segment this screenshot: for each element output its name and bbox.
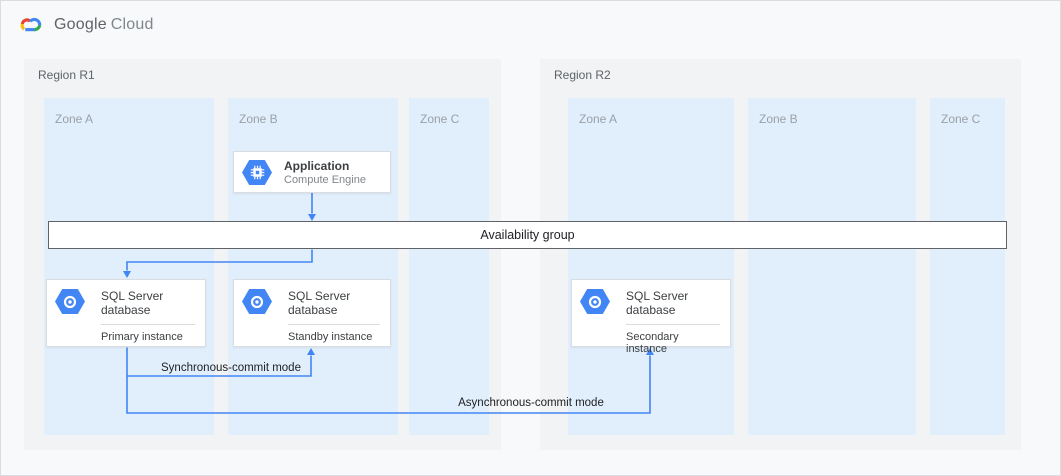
logo-text-cloud: Cloud <box>110 15 154 33</box>
google-cloud-icon <box>19 14 45 35</box>
region-r2-zone-a: Zone A <box>568 98 734 435</box>
zone-label: Zone A <box>55 112 94 126</box>
db-title: SQL Server database <box>288 289 351 317</box>
availability-group-label: Availability group <box>480 228 575 242</box>
region-r1-zone-a: Zone A <box>44 98 214 435</box>
zone-label: Zone B <box>239 112 278 126</box>
region-r1-zone-c: Zone C <box>409 98 489 435</box>
db-instance-label: Secondary instance <box>626 324 720 355</box>
db-instance-label: Standby instance <box>288 324 380 343</box>
application-card: Application Compute Engine <box>233 151 391 193</box>
region-r1-label: Region R1 <box>38 68 95 82</box>
application-subtitle: Compute Engine <box>284 174 366 186</box>
availability-group-bar: Availability group <box>48 221 1007 249</box>
db-title: SQL Server database <box>101 289 164 317</box>
region-r2-zone-b: Zone B <box>748 98 916 435</box>
db-card-secondary: SQL Server database Secondary instance <box>571 279 731 355</box>
application-title: Application <box>284 159 350 173</box>
async-commit-label: Asynchronous-commit mode <box>458 397 604 409</box>
zone-label: Zone C <box>941 112 981 126</box>
cloud-sql-icon <box>242 289 272 314</box>
db-instance-label: Primary instance <box>101 324 195 343</box>
region-r1-zone-b: Zone B <box>228 98 398 435</box>
db-title: SQL Server database <box>626 289 689 317</box>
region-r2-zone-c: Zone C <box>930 98 1005 435</box>
zone-label: Zone B <box>759 112 798 126</box>
compute-engine-icon <box>242 160 272 185</box>
zone-label: Zone A <box>579 112 618 126</box>
cloud-sql-icon <box>55 289 85 314</box>
db-card-standby: SQL Server database Standby instance <box>233 279 391 347</box>
sync-commit-label: Synchronous-commit mode <box>161 362 301 374</box>
logo-text-google: Google <box>54 15 107 33</box>
db-card-primary: SQL Server database Primary instance <box>46 279 206 347</box>
cloud-sql-icon <box>580 289 610 314</box>
zone-label: Zone C <box>420 112 460 126</box>
region-r2-label: Region R2 <box>554 68 611 82</box>
